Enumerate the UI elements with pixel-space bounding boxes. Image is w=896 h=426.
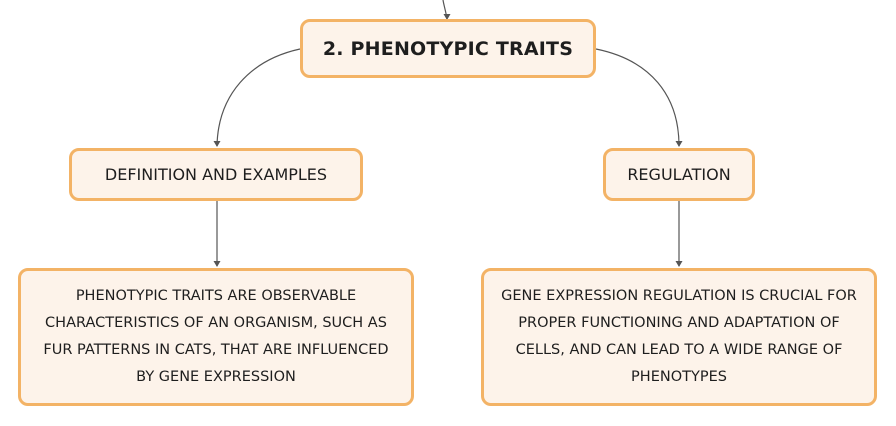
detail-node-definition-text: PHENOTYPIC TRAITS ARE OBSERVABLE CHARACT…	[43, 288, 389, 385]
edge-parent-to-root-arrow	[443, 14, 451, 20]
branch-node-regulation[interactable]: REGULATION	[603, 148, 755, 201]
detail-node-regulation-text: GENE EXPRESSION REGULATION IS CRUCIAL FO…	[501, 288, 857, 385]
branch-node-regulation-label: REGULATION	[627, 165, 731, 184]
edge-regulation-to-detail-arrow	[675, 261, 683, 267]
root-node-label: 2. PHENOTYPIC TRAITS	[322, 37, 574, 60]
edge-root-to-definition-arrow	[213, 141, 221, 147]
root-node[interactable]: 2. PHENOTYPIC TRAITS	[300, 19, 596, 78]
edge-root-to-regulation	[595, 48, 680, 147]
branch-node-definition-label: DEFINITION AND EXAMPLES	[104, 165, 328, 184]
detail-node-definition[interactable]: PHENOTYPIC TRAITS ARE OBSERVABLE CHARACT…	[18, 268, 414, 406]
detail-node-regulation[interactable]: GENE EXPRESSION REGULATION IS CRUCIAL FO…	[481, 268, 877, 406]
edge-root-to-regulation-arrow	[675, 141, 683, 147]
edge-definition-to-detail-arrow	[213, 261, 221, 267]
branch-node-definition[interactable]: DEFINITION AND EXAMPLES	[69, 148, 363, 201]
edge-root-to-definition	[216, 48, 301, 147]
